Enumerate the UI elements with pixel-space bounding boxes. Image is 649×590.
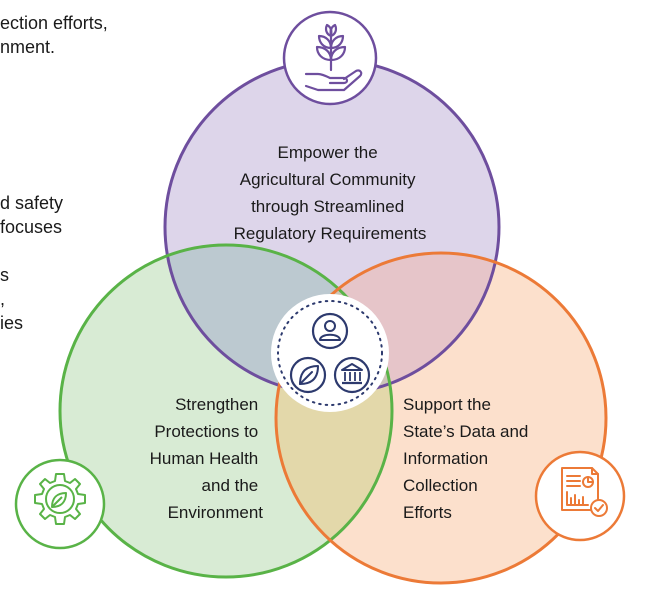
left-text-fragment: focuses xyxy=(0,217,63,237)
left-circle-outline xyxy=(58,243,394,579)
top-circle-line: Empower the xyxy=(278,143,378,162)
left-text-fragment: ection efforts, xyxy=(0,13,108,33)
svg-text:Strengthen Protections to: Strengthen Protections to Human Health a… xyxy=(150,395,264,522)
right-circle-line: Information xyxy=(403,449,488,468)
right-circle-line: Efforts xyxy=(403,503,452,522)
person-icon xyxy=(311,312,349,350)
svg-text:Empower the Agricultural C: Empower the Agricultural Community throu… xyxy=(234,143,427,243)
gear-leaf-icon xyxy=(14,458,106,550)
document-chart-icon xyxy=(534,450,626,542)
svg-text:Support the State’s Data a: Support the State’s Data and Information… xyxy=(403,395,533,522)
left-text-fragment: , xyxy=(0,289,6,309)
right-circle-line: State’s Data and xyxy=(403,422,528,441)
top-circle-line: through Streamlined xyxy=(251,197,404,216)
top-circle-line: Regulatory Requirements xyxy=(234,224,427,243)
government-building-icon xyxy=(333,356,371,394)
left-circle-line: Strengthen xyxy=(175,395,258,414)
leaf-icon xyxy=(289,356,327,394)
left-circle-line: and the xyxy=(202,476,259,495)
right-circle-line: Support the xyxy=(403,395,491,414)
hand-plant-icon xyxy=(282,10,378,106)
left-text-fragment: d safety xyxy=(0,193,64,213)
right-circle-line: Collection xyxy=(403,476,478,495)
left-circle-line: Human Health xyxy=(150,449,259,468)
left-text-fragment: nment. xyxy=(0,37,56,57)
left-text-fragment: ies xyxy=(0,313,24,333)
left-text-fragment: s xyxy=(0,265,9,285)
center-icon-cluster xyxy=(271,294,389,412)
top-circle-line: Agricultural Community xyxy=(240,170,416,189)
right-circle-outline xyxy=(274,251,608,585)
left-circle-line: Protections to xyxy=(154,422,258,441)
left-circle-line: Environment xyxy=(168,503,264,522)
